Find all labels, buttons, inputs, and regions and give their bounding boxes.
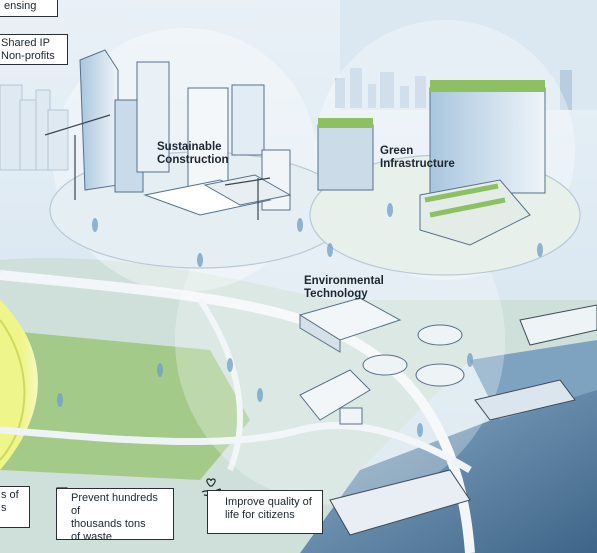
distant-skyline: [335, 68, 572, 110]
callout-quality: Improve quality of life for citizens: [207, 490, 323, 534]
connector-road: [197, 298, 243, 472]
construction-towers: [44, 49, 292, 220]
label-sustainable-construction: Sustainable Construction: [157, 141, 229, 166]
harbor-structures: [329, 304, 597, 536]
trees: [57, 203, 543, 437]
label-environmental-technology: Environmental Technology: [304, 275, 384, 300]
left-city: [0, 84, 69, 171]
lower-road: [0, 422, 472, 474]
label-green-infrastructure: Green Infrastructure: [380, 145, 455, 170]
callout-shared-ip: Shared IP Non-profits: [0, 34, 68, 65]
callout-waste: Prevent hundreds of thousands tons of wa…: [56, 488, 174, 543]
callout-bottom-left: s of s: [0, 486, 30, 528]
tech-facility: [298, 297, 465, 425]
callout-top-left: ensing: [0, 0, 58, 17]
green-buildings: [317, 80, 546, 246]
